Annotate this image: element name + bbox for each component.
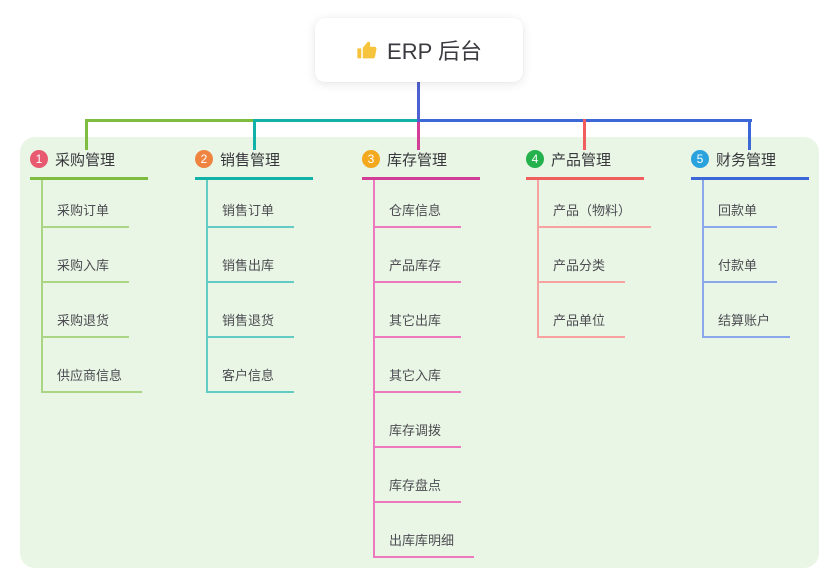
connector-h-sales xyxy=(253,119,417,122)
child-node-label: 采购订单 xyxy=(43,200,130,228)
branch-children: 仓库信息产品库存其它出库其它入库库存调拨库存盘点出库库明细 xyxy=(373,180,480,558)
branch-children: 采购订单采购入库采购退货供应商信息 xyxy=(41,180,148,393)
connector-drop-2 xyxy=(253,119,256,150)
child-node[interactable]: 产品（物料） xyxy=(539,180,652,228)
child-node[interactable]: 采购退货 xyxy=(43,283,148,338)
child-node[interactable]: 回款单 xyxy=(704,180,809,228)
child-node-label: 结算账户 xyxy=(704,310,791,338)
child-node[interactable]: 销售出库 xyxy=(208,228,313,283)
child-node[interactable]: 客户信息 xyxy=(208,338,313,393)
branch-1: 1 采购管理采购订单采购入库采购退货供应商信息 xyxy=(30,147,148,393)
child-node-label: 付款单 xyxy=(704,255,778,283)
child-node-label: 产品分类 xyxy=(539,255,626,283)
branch-title: 财务管理 xyxy=(716,151,777,169)
branch-number-badge: 1 xyxy=(30,150,48,168)
branch-number-badge: 3 xyxy=(362,150,380,168)
branch-2: 2 销售管理销售订单销售出库销售退货客户信息 xyxy=(195,147,313,393)
child-node-label: 回款单 xyxy=(704,200,778,228)
child-node-label: 客户信息 xyxy=(208,365,295,393)
branch-panel xyxy=(20,137,819,568)
branch-title: 采购管理 xyxy=(55,151,116,169)
child-node-label: 供应商信息 xyxy=(43,365,143,393)
child-node[interactable]: 产品单位 xyxy=(539,283,644,338)
connector-drop-1 xyxy=(85,119,88,150)
branch-4: 4 产品管理产品（物料） 产品分类产品单位 xyxy=(526,147,652,338)
branch-children: 产品（物料） 产品分类产品单位 xyxy=(537,180,652,338)
root-label: ERP 后台 xyxy=(387,39,482,64)
child-node[interactable]: 采购入库 xyxy=(43,228,148,283)
child-node[interactable]: 其它入库 xyxy=(375,338,480,393)
branch-node[interactable]: 1 采购管理 xyxy=(30,147,148,180)
branch-node[interactable]: 3 库存管理 xyxy=(362,147,480,180)
branch-5: 5 财务管理回款单付款单结算账户 xyxy=(691,147,809,338)
branch-children: 销售订单销售出库销售退货客户信息 xyxy=(206,180,313,393)
branch-number-badge: 4 xyxy=(526,150,544,168)
branch-node[interactable]: 5 财务管理 xyxy=(691,147,809,180)
connector-h-purchase xyxy=(85,119,256,122)
branch-number-badge: 2 xyxy=(195,150,213,168)
child-node[interactable]: 产品分类 xyxy=(539,228,644,283)
child-node[interactable]: 库存盘点 xyxy=(375,448,480,503)
child-node-label: 销售出库 xyxy=(208,255,295,283)
child-node[interactable]: 产品库存 xyxy=(375,228,480,283)
branch-number-badge: 5 xyxy=(691,150,709,168)
child-node-label: 销售订单 xyxy=(208,200,295,228)
child-node-label: 采购入库 xyxy=(43,255,130,283)
connector-drop-3 xyxy=(417,122,420,150)
connector-drop-5 xyxy=(748,119,751,150)
child-node[interactable]: 销售订单 xyxy=(208,180,313,228)
child-node-label: 库存盘点 xyxy=(375,475,462,503)
child-node[interactable]: 其它出库 xyxy=(375,283,480,338)
child-node-label: 产品单位 xyxy=(539,310,626,338)
child-node-label: 出库库明细 xyxy=(375,530,475,558)
child-node[interactable]: 销售退货 xyxy=(208,283,313,338)
thumbs-up-icon xyxy=(356,39,378,61)
child-node[interactable]: 库存调拨 xyxy=(375,393,480,448)
branch-title: 产品管理 xyxy=(551,151,612,169)
child-node-label: 其它出库 xyxy=(375,310,462,338)
child-node-label: 产品库存 xyxy=(375,255,462,283)
connector-root xyxy=(417,82,420,122)
child-node[interactable]: 供应商信息 xyxy=(43,338,148,393)
child-node-label: 其它入库 xyxy=(375,365,462,393)
child-node-label: 采购退货 xyxy=(43,310,130,338)
branch-3: 3 库存管理仓库信息产品库存其它出库其它入库库存调拨库存盘点出库库明细 xyxy=(362,147,480,558)
branch-title: 销售管理 xyxy=(220,151,281,169)
child-node-label: 仓库信息 xyxy=(375,200,462,228)
branch-title: 库存管理 xyxy=(387,151,448,169)
child-node-label: 库存调拨 xyxy=(375,420,462,448)
branch-node[interactable]: 2 销售管理 xyxy=(195,147,313,180)
branch-node[interactable]: 4 产品管理 xyxy=(526,147,644,180)
child-node-label: 销售退货 xyxy=(208,310,295,338)
connector-drop-4 xyxy=(583,119,586,150)
child-node[interactable]: 付款单 xyxy=(704,228,809,283)
root-node[interactable]: ERP 后台 xyxy=(315,18,523,82)
child-node[interactable]: 结算账户 xyxy=(704,283,809,338)
child-node[interactable]: 采购订单 xyxy=(43,180,148,228)
branch-children: 回款单付款单结算账户 xyxy=(702,180,809,338)
child-node-label: 产品（物料） xyxy=(539,200,652,228)
child-node[interactable]: 仓库信息 xyxy=(375,180,480,228)
child-node[interactable]: 出库库明细 xyxy=(375,503,480,558)
